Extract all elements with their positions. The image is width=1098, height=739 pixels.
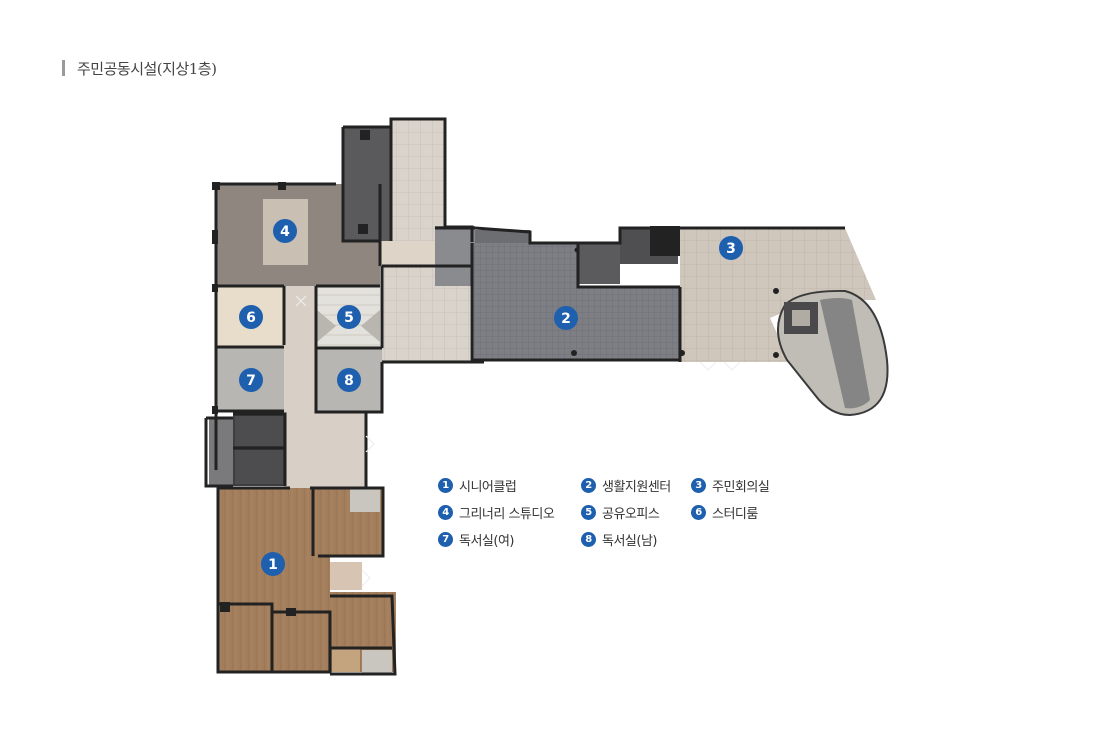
legend-item-5: 5 공유오피스 [581,503,660,522]
wall-pillars [212,130,779,616]
badge-room-7[interactable]: 7 [239,368,263,392]
title-marker [62,60,65,76]
room-2-floor [472,243,680,360]
legend-number-2: 2 [581,478,596,493]
legend-number-4: 4 [438,505,453,520]
legend-number-1: 1 [438,478,453,493]
badge-room-3[interactable]: 3 [719,236,743,260]
room-1-floor [218,488,396,674]
legend-label-8: 독서실(남) [602,534,657,549]
svg-text:3: 3 [726,241,736,257]
legend-item-6: 6 스터디룸 [691,503,758,522]
room-3-floor [680,228,876,362]
legend-label-3: 주민회의실 [712,480,770,495]
legend-number-3: 3 [691,478,706,493]
legend-label-2: 생활지원센터 [602,480,671,495]
legend-number-8: 8 [581,532,596,547]
svg-text:2: 2 [561,311,571,327]
svg-text:8: 8 [344,373,354,389]
legend-number-6: 6 [691,505,706,520]
badge-room-5[interactable]: 5 [337,305,361,329]
legend-number-5: 5 [581,505,596,520]
badge-room-2[interactable]: 2 [554,306,578,330]
legend-label-7: 독서실(여) [459,534,514,549]
svg-text:4: 4 [280,224,290,240]
badge-room-1[interactable]: 1 [261,552,285,576]
connector-floor [435,226,530,286]
section-title: 주민공동시설(지상1층) [62,58,217,78]
legend-item-4: 4 그리너리 스튜디오 [438,503,555,522]
legend-item-3: 3 주민회의실 [691,476,770,495]
legend-label-6: 스터디룸 [712,507,758,522]
badge-room-4[interactable]: 4 [273,219,297,243]
legend-item-8: 8 독서실(남) [581,530,657,549]
door-swings [295,295,741,587]
svg-text:7: 7 [246,373,256,389]
legend-label-4: 그리너리 스튜디오 [459,507,555,522]
legend-item-2: 2 생활지원센터 [581,476,671,495]
svg-text:5: 5 [344,310,354,326]
page-title: 주민공동시설(지상1층) [77,59,217,78]
restroom-west-floor [209,414,285,486]
legend-item-7: 7 독서실(여) [438,530,514,549]
legend-item-1: 1 시니어클럽 [438,476,517,495]
legend-number-7: 7 [438,532,453,547]
legend-label-1: 시니어클럽 [459,480,517,495]
svg-text:6: 6 [246,310,256,326]
badge-room-8[interactable]: 8 [337,368,361,392]
legend-label-5: 공유오피스 [602,507,660,522]
top-service-rooms [343,119,445,267]
svg-text:1: 1 [268,557,278,573]
terrace-curve [777,289,889,417]
corridor-floor [284,286,366,488]
restroom-east-floor [578,228,678,284]
badge-room-6[interactable]: 6 [239,305,263,329]
